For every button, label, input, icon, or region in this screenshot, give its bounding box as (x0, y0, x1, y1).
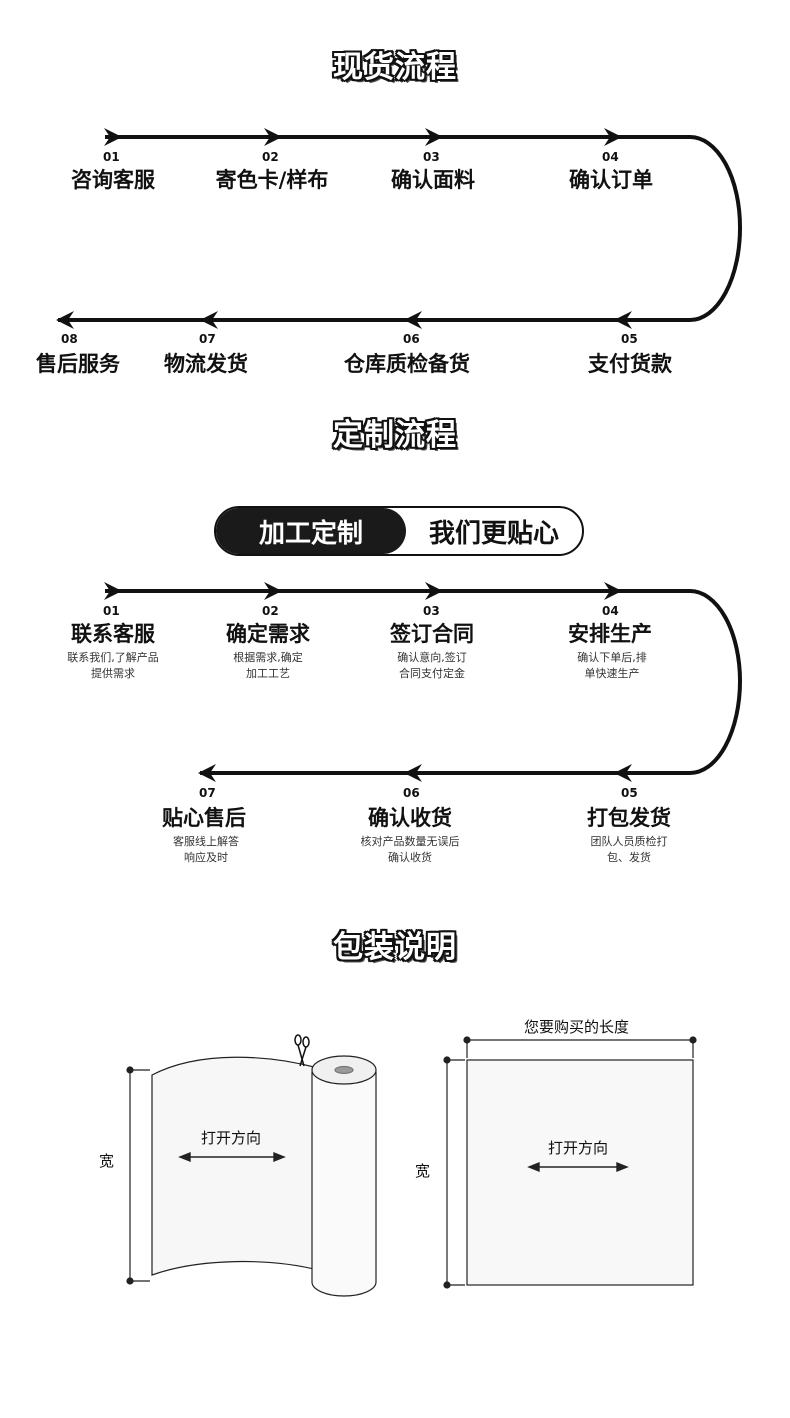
step-label: 物流发货 (164, 352, 248, 376)
step-number: 01 (103, 150, 120, 164)
step-number: 07 (199, 332, 216, 346)
step-number: 08 (61, 332, 78, 346)
custom-banner: 加工定制 我们更贴心 (214, 506, 584, 556)
banner-left-text: 加工定制 (216, 508, 406, 554)
arrow-head-icon (614, 311, 632, 329)
arrow-head-icon (614, 764, 632, 782)
stock-flow-title: 现货流程 (333, 50, 457, 85)
arrow-head-icon (104, 582, 122, 600)
step-number: 07 (199, 786, 216, 800)
scissors-icon (294, 1034, 310, 1067)
step-label: 确认收货 (368, 806, 452, 830)
length-label: 您要购买的长度 (524, 1018, 630, 1036)
step-number: 04 (602, 604, 619, 618)
width-label-left: 宽 (99, 1152, 115, 1170)
step-number: 06 (403, 332, 420, 346)
arrow-head-icon (56, 311, 74, 329)
step-label: 咨询客服 (71, 168, 155, 192)
arrow-head-icon (404, 764, 422, 782)
banner-right-text: 我们更贴心 (428, 518, 559, 549)
arrow-head-icon (198, 764, 216, 782)
arrow-head-icon (104, 128, 122, 146)
fabric-roll-icon (151, 1055, 377, 1297)
arrow-head-icon (604, 128, 622, 146)
arrow-head-icon (404, 311, 422, 329)
step-label: 打包发货 (587, 806, 671, 830)
step-number: 01 (103, 604, 120, 618)
fabric-sheet-icon (466, 1059, 694, 1286)
arrow-head-icon (425, 582, 443, 600)
direction-label-left: 打开方向 (201, 1129, 262, 1147)
arrow-head-icon (604, 582, 622, 600)
arrow-head-icon (200, 311, 218, 329)
step-number: 03 (423, 150, 440, 164)
step-number: 06 (403, 786, 420, 800)
width-label-right: 宽 (415, 1162, 431, 1180)
arrow-head-icon (264, 128, 282, 146)
step-number: 04 (602, 150, 619, 164)
step-label: 签订合同 (390, 622, 474, 646)
step-desc: 客服线上解答响应及时 (173, 835, 239, 864)
step-label: 联系客服 (71, 622, 155, 646)
step-desc: 根据需求,确定加工工艺 (233, 651, 303, 680)
step-number: 05 (621, 786, 638, 800)
step-desc: 团队人员质检打包、发货 (590, 835, 668, 864)
step-label: 确认订单 (569, 168, 653, 192)
step-label: 支付货款 (588, 352, 672, 376)
step-label: 贴心售后 (162, 806, 246, 830)
custom-flow-path (105, 589, 743, 775)
step-label: 仓库质检备货 (344, 352, 470, 376)
step-label: 安排生产 (568, 622, 652, 646)
step-label: 寄色卡/样布 (215, 168, 329, 192)
step-label: 确认面料 (391, 168, 475, 192)
step-desc: 核对产品数量无误后确认收货 (360, 835, 460, 864)
step-desc: 确认意向,签订合同支付定金 (397, 651, 467, 680)
step-desc: 联系我们,了解产品提供需求 (67, 651, 159, 680)
custom-flow-title: 定制流程 (333, 418, 457, 453)
packaging-title: 包装说明 (333, 930, 457, 965)
arrow-head-icon (425, 128, 443, 146)
step-number: 02 (262, 150, 279, 164)
step-label: 确定需求 (226, 622, 310, 646)
step-number: 02 (262, 604, 279, 618)
step-number: 05 (621, 332, 638, 346)
stock-flow-path (58, 135, 743, 322)
arrow-head-icon (264, 582, 282, 600)
step-number: 03 (423, 604, 440, 618)
step-desc: 确认下单后,排单快速生产 (577, 651, 647, 680)
step-label: 售后服务 (36, 352, 120, 376)
direction-label-right: 打开方向 (548, 1139, 609, 1157)
